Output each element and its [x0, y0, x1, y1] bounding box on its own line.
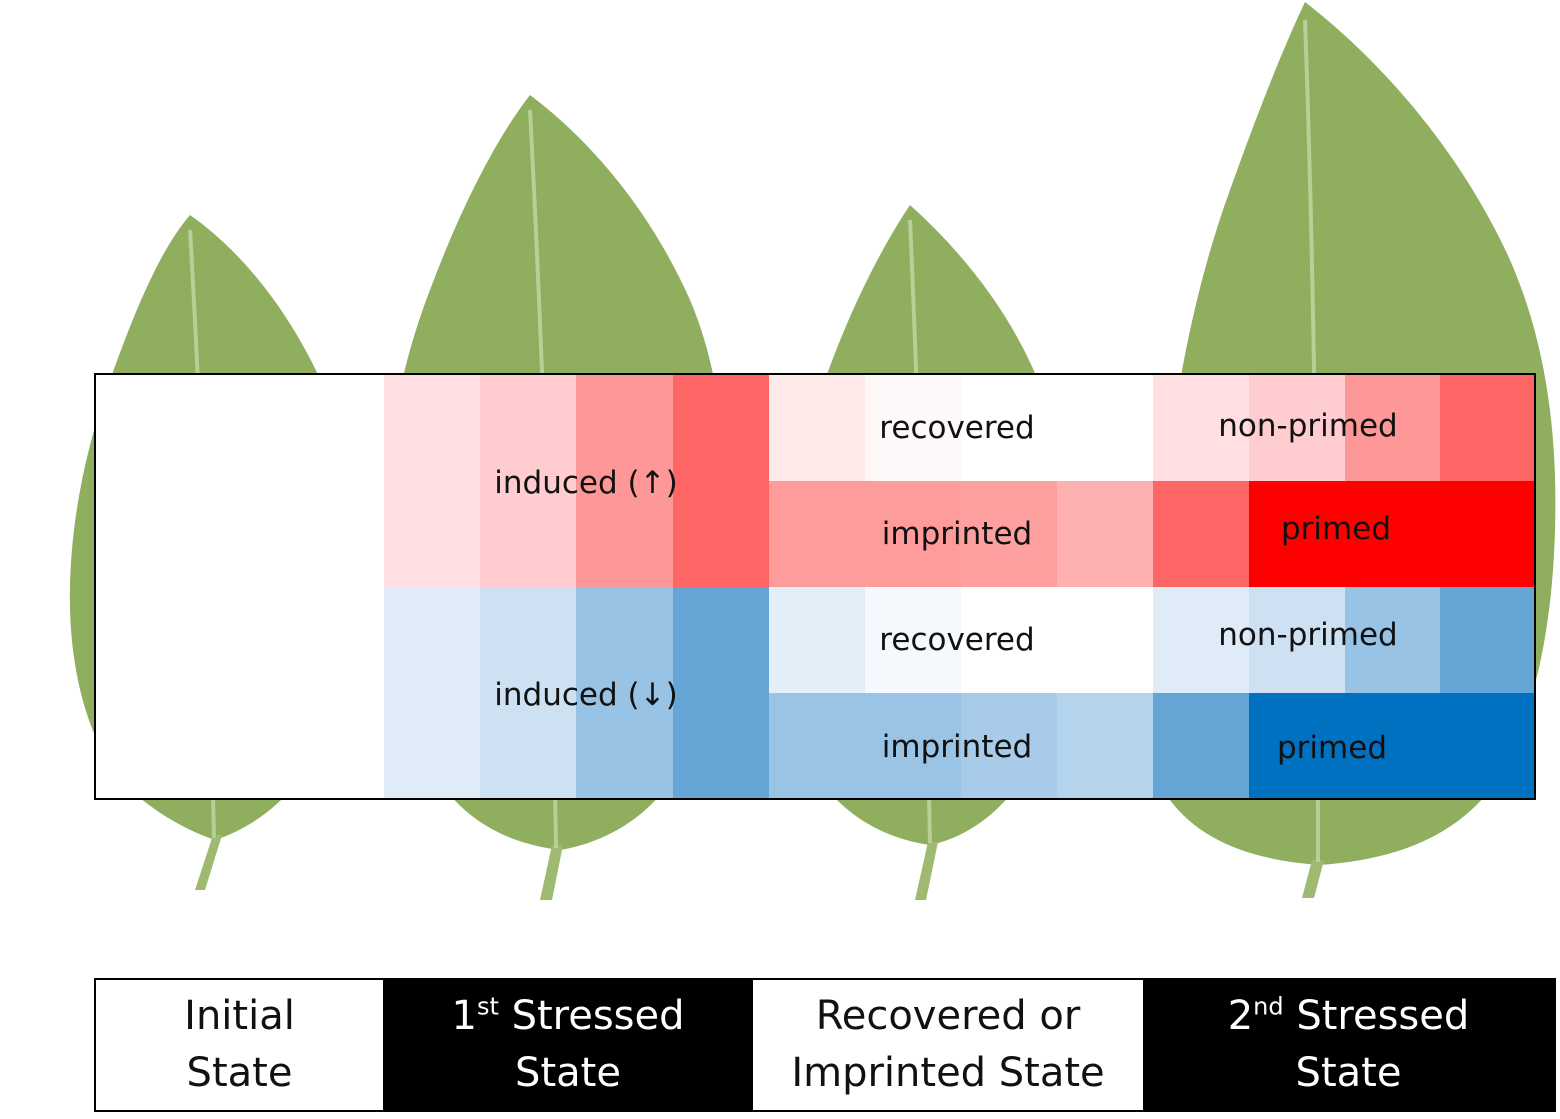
down-primed-shade-2	[1249, 693, 1534, 798]
stage-first-stressed-ordinal: st	[476, 992, 499, 1021]
stage-initial-line1: Initial	[184, 993, 295, 1039]
up-induced-label: induced (↑)	[494, 465, 678, 501]
up-recovered-shade-1	[769, 375, 865, 481]
up-primed-shade-2	[1249, 481, 1534, 587]
stage-first-stressed-line2: State	[515, 1050, 621, 1096]
down-recovered-shade-1	[769, 587, 865, 693]
stage-first-stressed-text: Stressed	[498, 993, 685, 1039]
stage-initial-line2: State	[186, 1050, 293, 1096]
down-imprinted-shade-3	[1057, 693, 1153, 798]
up-induced-shade-3	[576, 375, 673, 587]
up-nonprimed-shade-2	[1249, 375, 1345, 481]
down-imprinted-shade-2	[961, 693, 1057, 798]
leaf-2-stem	[540, 845, 563, 900]
up-induced-shade-4	[673, 375, 769, 587]
stage-second-stressed-text: Stressed	[1283, 993, 1470, 1039]
stage-recovered-imprinted: Recovered or Imprinted State	[753, 980, 1143, 1110]
down-imprinted-label: imprinted	[881, 729, 1033, 765]
up-nonprimed-shade-1	[1153, 375, 1249, 481]
leaf-3-stem	[915, 842, 938, 900]
down-induced-label: induced (↓)	[494, 677, 678, 713]
down-primed-shade-1	[1153, 693, 1249, 798]
stage-second-stressed: 2nd Stressed State	[1143, 980, 1554, 1110]
up-induced-shade-2	[480, 375, 576, 587]
up-recovered-shade-2	[865, 375, 961, 481]
stage-recovered-line1: Recovered or	[815, 993, 1081, 1039]
stage-first-stressed: 1st Stressed State	[383, 980, 753, 1110]
up-induced-shade-1	[384, 375, 480, 587]
up-imprinted-shade-3	[1057, 481, 1153, 587]
down-imprinted-shade-1	[769, 693, 961, 798]
up-recovered-shade-3	[961, 375, 1153, 481]
leaf-4-stem	[1302, 860, 1324, 898]
down-nonprimed-shade-4	[1440, 587, 1534, 693]
down-induced-shade-2	[480, 587, 576, 798]
stage-initial: Initial State	[96, 980, 383, 1110]
down-nonprimed-shade-2	[1249, 587, 1345, 693]
stage-second-stressed-ordinal: nd	[1253, 992, 1284, 1021]
down-induced-shade-1	[384, 587, 480, 798]
down-nonprimed-shade-3	[1345, 587, 1440, 693]
initial-state-block	[96, 375, 384, 798]
down-recovered-shade-3	[961, 587, 1153, 693]
up-primed-shade-1	[1153, 481, 1249, 587]
down-induced-shade-4	[673, 587, 769, 798]
stage-legend: Initial State 1st Stressed State Recover…	[94, 978, 1556, 1112]
stage-first-stressed-line1: 1st Stressed	[451, 988, 684, 1045]
up-recovered-label: recovered	[879, 410, 1035, 446]
up-non-primed-label: non-primed	[1218, 408, 1398, 444]
down-nonprimed-shade-1	[1153, 587, 1249, 693]
stage-recovered-line2: Imprinted State	[791, 1050, 1105, 1096]
up-nonprimed-shade-3	[1345, 375, 1440, 481]
up-primed-label: primed	[1281, 511, 1391, 547]
up-imprinted-label: imprinted	[881, 516, 1033, 552]
up-imprinted-shade-2	[961, 481, 1057, 587]
stage-second-stressed-number: 2	[1227, 993, 1254, 1039]
up-nonprimed-shade-4	[1440, 375, 1534, 481]
down-recovered-label: recovered	[879, 622, 1035, 658]
leaf-1-stem	[195, 835, 222, 890]
down-non-primed-label: non-primed	[1218, 617, 1398, 653]
down-recovered-shade-2	[865, 587, 961, 693]
stage-first-stressed-number: 1	[451, 993, 477, 1039]
stage-second-stressed-line1: 2nd Stressed	[1228, 988, 1470, 1045]
down-primed-label: primed	[1277, 730, 1387, 766]
down-induced-shade-3	[576, 587, 673, 798]
stage-second-stressed-line2: State	[1295, 1050, 1402, 1096]
expression-state-grid: induced (↑) recovered imprinted non-prim…	[94, 373, 1536, 800]
up-imprinted-shade-1	[769, 481, 961, 587]
